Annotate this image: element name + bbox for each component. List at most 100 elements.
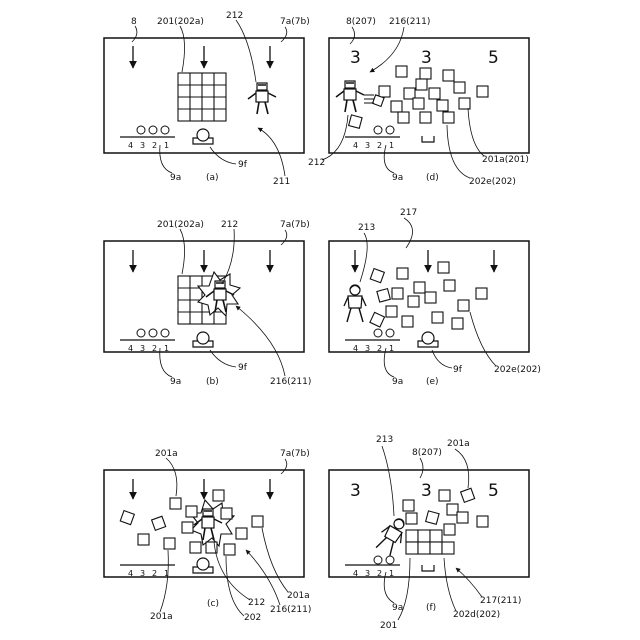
ref-label: 202	[244, 613, 261, 623]
counter-number: 3	[365, 344, 370, 353]
down-arrow-icon	[133, 479, 270, 499]
ref-label: 7a(7b)	[280, 449, 310, 459]
counter-number: 1	[164, 141, 169, 150]
ball-counter: 4 3 2 1	[120, 565, 175, 578]
ref-label: 8(207)	[412, 448, 442, 458]
counter-number: 2	[377, 569, 382, 578]
panel-d: 3 3 5 4 3 2 1 8(207) 216(211)	[308, 17, 529, 187]
panel-e: 4 3 2 1 217 213 9a (e) 9f 202e(202)	[329, 208, 541, 387]
counter-number: 4	[353, 569, 358, 578]
ref-label: 201(202a)	[157, 220, 204, 230]
ref-label: 9a	[392, 603, 403, 613]
ref-label: 201a	[155, 449, 178, 459]
counter-number: 1	[164, 344, 169, 353]
ref-label: 9a	[170, 173, 181, 183]
panel-caption: (a)	[206, 173, 219, 183]
launcher	[193, 332, 213, 347]
score-digit: 5	[488, 481, 499, 501]
counter-number: 2	[377, 141, 382, 150]
goal	[422, 136, 434, 142]
counter-number: 2	[152, 141, 157, 150]
panel-caption: (f)	[426, 603, 436, 613]
ref-label: 202e(202)	[494, 365, 541, 375]
ref-label: 201a	[287, 591, 310, 601]
counter-number: 3	[140, 344, 145, 353]
ref-label: 201(202a)	[157, 17, 204, 27]
ref-label: 9a	[392, 377, 403, 387]
panel-c: 4 3 2 1 201a 7a(7b) 212 201a 216(211) (c…	[104, 449, 311, 623]
ref-label: 202e(202)	[469, 177, 516, 187]
block-grid	[178, 73, 226, 121]
ref-label: 9f	[238, 160, 248, 170]
robot-character	[336, 81, 364, 112]
ball-counter: 4 3 2 1	[345, 329, 400, 353]
counter-number: 2	[152, 344, 157, 353]
ref-label: 213	[376, 435, 393, 445]
counter-number: 3	[140, 569, 145, 578]
ref-label: 201a(201)	[482, 155, 529, 165]
ref-label: 8(207)	[346, 17, 376, 27]
ref-label: 217(211)	[480, 596, 521, 606]
ref-label: 8	[131, 17, 137, 27]
robot-character	[248, 83, 276, 114]
ref-label: 211	[273, 177, 290, 187]
scattered-blocks	[403, 488, 488, 535]
counter-number: 4	[353, 141, 358, 150]
ref-label: 7a(7b)	[280, 17, 310, 27]
ref-label: 201	[380, 621, 397, 631]
counter-number: 1	[389, 141, 394, 150]
ball-counter: 4 3 2 1	[120, 329, 175, 353]
down-arrow-icon	[133, 250, 270, 272]
ref-label: 212	[248, 598, 265, 608]
panel-caption: (b)	[206, 377, 219, 387]
ref-label: 9f	[238, 363, 248, 373]
scattered-blocks	[370, 262, 487, 329]
counter-number: 4	[128, 141, 133, 150]
ref-label: 216(211)	[270, 605, 311, 615]
score-digit: 3	[421, 481, 432, 501]
panel-f: 3 3 5 4 3 2 1 213 8(207) 201a	[329, 435, 529, 631]
ball-counter: 4 3 2 1	[345, 556, 400, 578]
score-digit: 3	[350, 48, 361, 68]
ref-label: 212	[226, 11, 243, 21]
ref-label: 212	[221, 220, 238, 230]
counter-number: 3	[140, 141, 145, 150]
ref-label: 7a(7b)	[280, 220, 310, 230]
ball-counter: 4 3 2 1	[120, 126, 175, 150]
ref-label: 217	[400, 208, 417, 218]
ref-label: 9f	[453, 365, 463, 375]
counter-number: 3	[365, 141, 370, 150]
ref-label: 202d(202)	[453, 610, 500, 620]
counter-number: 2	[377, 344, 382, 353]
counter-number: 1	[389, 569, 394, 578]
goal	[422, 565, 434, 571]
score-digit: 3	[350, 481, 361, 501]
counter-number: 4	[353, 344, 358, 353]
panel-a: 4 3 2 1 8 201(202a) 212 7a(7b) 9f 9a (a)…	[104, 11, 310, 187]
panel-b: 4 3 2 1 201(202a) 212 7a(7b) 9a (b) 9f 2…	[104, 220, 311, 387]
score-digit: 5	[488, 48, 499, 68]
panel-caption: (e)	[426, 377, 439, 387]
launcher	[193, 129, 213, 144]
ref-label: 216(211)	[389, 17, 430, 27]
score-digit: 3	[421, 48, 432, 68]
launcher	[193, 558, 213, 573]
panel-caption: (c)	[207, 599, 219, 609]
ref-label: 201a	[150, 612, 173, 622]
person-character	[373, 514, 411, 557]
counter-number: 1	[389, 344, 394, 353]
scattered-blocks	[120, 490, 263, 555]
person-character	[344, 285, 366, 322]
ref-label: 9a	[170, 377, 181, 387]
ref-label: 201a	[447, 439, 470, 449]
ref-label: 9a	[392, 173, 403, 183]
counter-number: 4	[128, 569, 133, 578]
ref-label: 213	[358, 223, 375, 233]
counter-number: 4	[128, 344, 133, 353]
panel-caption: (d)	[426, 173, 439, 183]
scattered-blocks	[349, 66, 488, 128]
ball-counter: 4 3 2 1	[345, 126, 400, 150]
counter-number: 2	[152, 569, 157, 578]
ref-label: 216(211)	[270, 377, 311, 387]
